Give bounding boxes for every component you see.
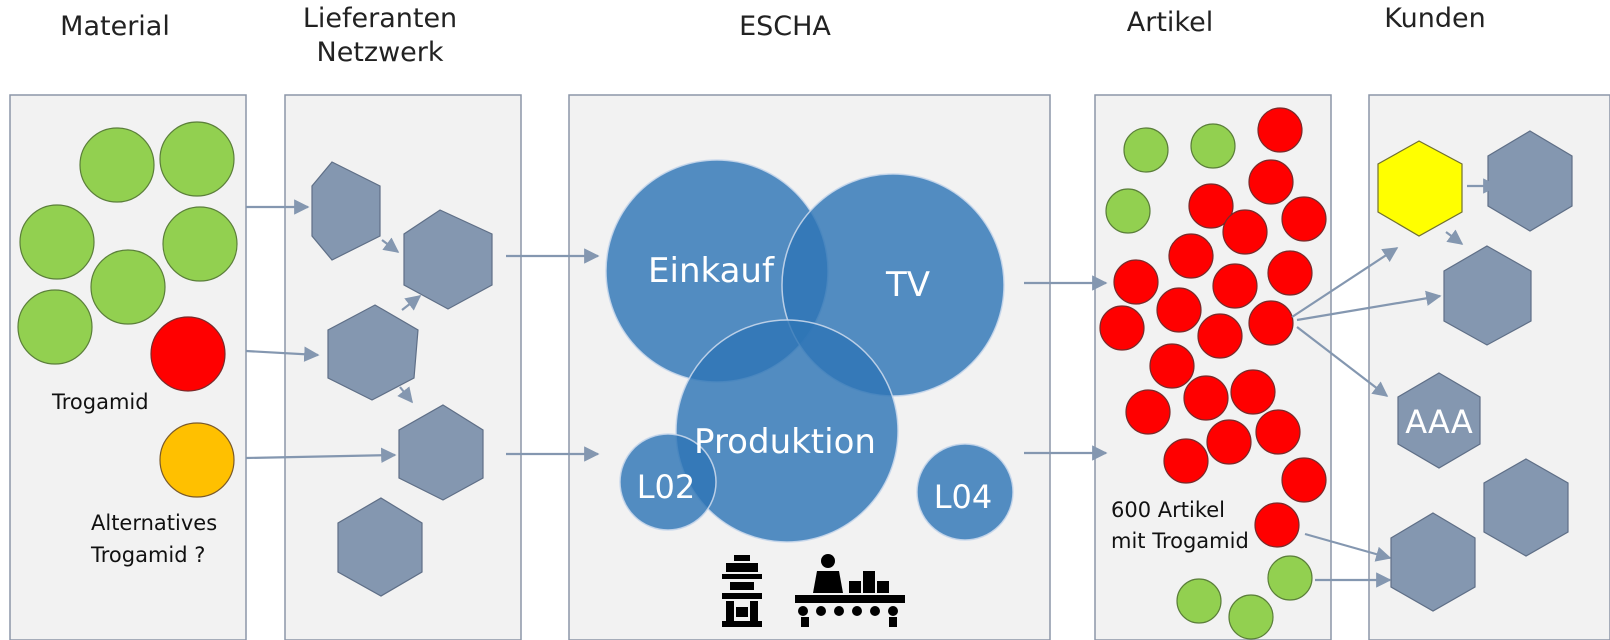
material-green-circle (19, 204, 95, 280)
supplier-hexagon (398, 404, 484, 501)
artikel-red-circle (1222, 209, 1268, 255)
material-to-supplier-arrow (245, 447, 397, 463)
artikel-red-circle (1125, 389, 1171, 435)
artikel-green-circle (1267, 555, 1313, 601)
tv-label: TV (885, 265, 930, 305)
alternative-label-line1: Alternatives (91, 511, 217, 535)
header-artikel: Artikel (1095, 6, 1245, 40)
artikel-green-circle (1228, 594, 1274, 640)
artikel-red-circle (1257, 107, 1303, 153)
artikel-red-circle (1197, 313, 1243, 359)
header-material: Material (40, 10, 190, 44)
header-supplier-line2: Netzwerk (316, 37, 444, 68)
artikel-green-circle (1123, 127, 1169, 173)
customer-hexagon (1443, 245, 1532, 346)
escha-bubbles (605, 159, 1014, 543)
customer-hexagon-aaa (1397, 372, 1481, 469)
customer-hexagon (1483, 458, 1569, 557)
trogamid-label: Trogamid (51, 390, 149, 414)
supplier-hexagons (311, 161, 493, 597)
artikel-red-circle (1248, 159, 1294, 205)
supplier-hexagon (311, 161, 381, 261)
einkauf-label: Einkauf (648, 251, 775, 291)
header-escha-label: ESCHA (739, 11, 831, 42)
artikel-red-circle (1281, 457, 1327, 503)
artikel-to-kunden-arrow (1296, 326, 1389, 397)
material-green-circle (159, 121, 235, 197)
artikel-red-circle (1255, 409, 1301, 455)
header-material-label: Material (60, 11, 170, 42)
artikel-red-circle (1149, 343, 1195, 389)
artikel-to-kunden-arrow (1296, 290, 1442, 322)
artikel-count-line1: 600 Artikel (1111, 498, 1225, 522)
l04-label: L04 (934, 478, 993, 516)
supplier-internal-arrow (401, 295, 422, 311)
artikel-red-circle (1230, 369, 1276, 415)
aaa-label: AAA (1405, 403, 1473, 441)
kunden-hexagons (1377, 130, 1573, 612)
artikel-red-circle (1267, 250, 1313, 296)
artikel-red-circle (1212, 263, 1258, 309)
material-green-circle (17, 289, 93, 365)
artikel-red-circle (1113, 259, 1159, 305)
artikel-red-circle (1183, 375, 1229, 421)
produktion-label: Produktion (694, 422, 876, 462)
supplier-hexagon (337, 497, 423, 597)
material-circles (17, 121, 238, 498)
customer-hexagon (1487, 130, 1573, 232)
material-green-circle (162, 206, 238, 282)
trogamid-circle (150, 316, 226, 392)
material-to-supplier-arrow (245, 346, 320, 362)
artikel-red-circle (1168, 233, 1214, 279)
header-kunden: Kunden (1360, 2, 1510, 36)
press-machine-icon (722, 555, 762, 627)
artikel-red-circle (1281, 196, 1327, 242)
header-kunden-label: Kunden (1384, 3, 1486, 34)
material-green-circle (90, 249, 166, 325)
l02-bubble (619, 433, 717, 531)
artikel-to-kunden-arrow (1291, 247, 1399, 318)
customer-hexagon (1390, 512, 1476, 612)
artikel-red-circle (1206, 419, 1252, 465)
l02-label: L02 (637, 468, 696, 506)
material-green-circle (79, 127, 155, 203)
artikel-green-circle (1105, 188, 1151, 234)
header-escha: ESCHA (710, 10, 860, 44)
artikel-green-circle (1176, 578, 1222, 624)
artikel-circles (1099, 107, 1327, 640)
artikel-red-circle (1099, 305, 1145, 351)
supplier-internal-arrow (397, 386, 413, 404)
alternative-label-line2: Trogamid ? (90, 543, 205, 567)
l04-bubble (916, 443, 1014, 541)
customer-hexagon-yellow (1377, 140, 1463, 237)
artikel-count-line2: mit Trogamid (1111, 529, 1249, 553)
artikel-red-circle (1188, 183, 1234, 229)
artikel-to-kunden-arrow (1304, 532, 1392, 562)
produktion-bubble (675, 319, 899, 543)
artikel-red-circle (1254, 502, 1300, 548)
artikel-red-circle (1163, 438, 1209, 484)
alternative-trogamid-circle (159, 422, 235, 498)
artikel-red-circle (1156, 287, 1202, 333)
header-artikel-label: Artikel (1126, 7, 1214, 38)
supplier-hexagon (403, 209, 493, 310)
header-supplier-line1: Lieferanten (302, 3, 458, 34)
header-supplier-network: Lieferanten Netzwerk (290, 2, 470, 70)
kunden-internal-arrow (1445, 229, 1464, 245)
supplier-internal-arrow (381, 237, 400, 253)
conveyor-worker-icon (795, 554, 905, 627)
artikel-red-circle (1248, 300, 1294, 346)
artikel-green-circle (1190, 123, 1236, 169)
supplier-hexagon (327, 304, 419, 401)
